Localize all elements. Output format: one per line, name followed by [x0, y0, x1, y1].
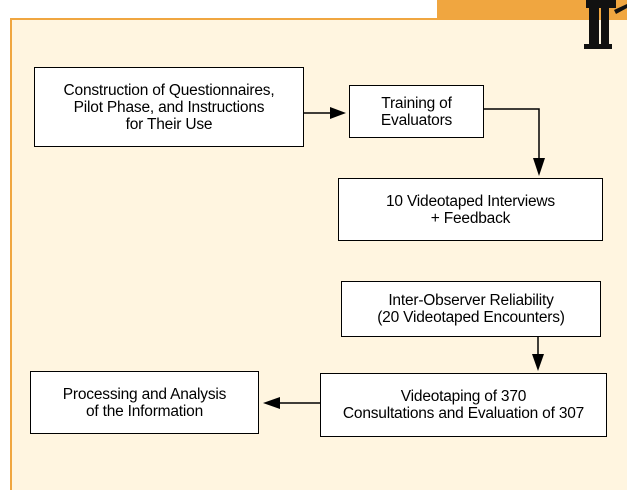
arrow-construction-to-training — [304, 107, 346, 119]
step-reliability: Inter-Observer Reliability (20 Videotape… — [341, 281, 601, 337]
step-videotaping: Videotaping of 370 Consultations and Eva… — [320, 373, 607, 437]
arrow-videotaping-to-processing — [263, 397, 320, 409]
step-training-label: Training of Evaluators — [380, 94, 453, 129]
figure-silhouette-icon — [584, 0, 627, 49]
step-training: Training of Evaluators — [349, 85, 484, 138]
step-interviews-label: 10 Videotaped Interviews + Feedback — [386, 192, 555, 227]
step-reliability-label: Inter-Observer Reliability (20 Videotape… — [377, 292, 565, 326]
step-videotaping-label: Videotaping of 370 Consultations and Eva… — [342, 388, 585, 422]
step-construction: Construction of Questionnaires, Pilot Ph… — [34, 67, 304, 147]
arrow-reliability-to-videotaping — [532, 337, 544, 371]
step-processing: Processing and Analysis of the Informati… — [30, 371, 259, 434]
step-processing-label: Processing and Analysis of the Informati… — [62, 385, 227, 420]
step-interviews: 10 Videotaped Interviews + Feedback — [338, 178, 603, 241]
step-construction-label: Construction of Questionnaires, Pilot Ph… — [63, 81, 275, 133]
header-accent-tab — [437, 0, 627, 18]
arrow-training-to-interviews — [484, 108, 545, 176]
